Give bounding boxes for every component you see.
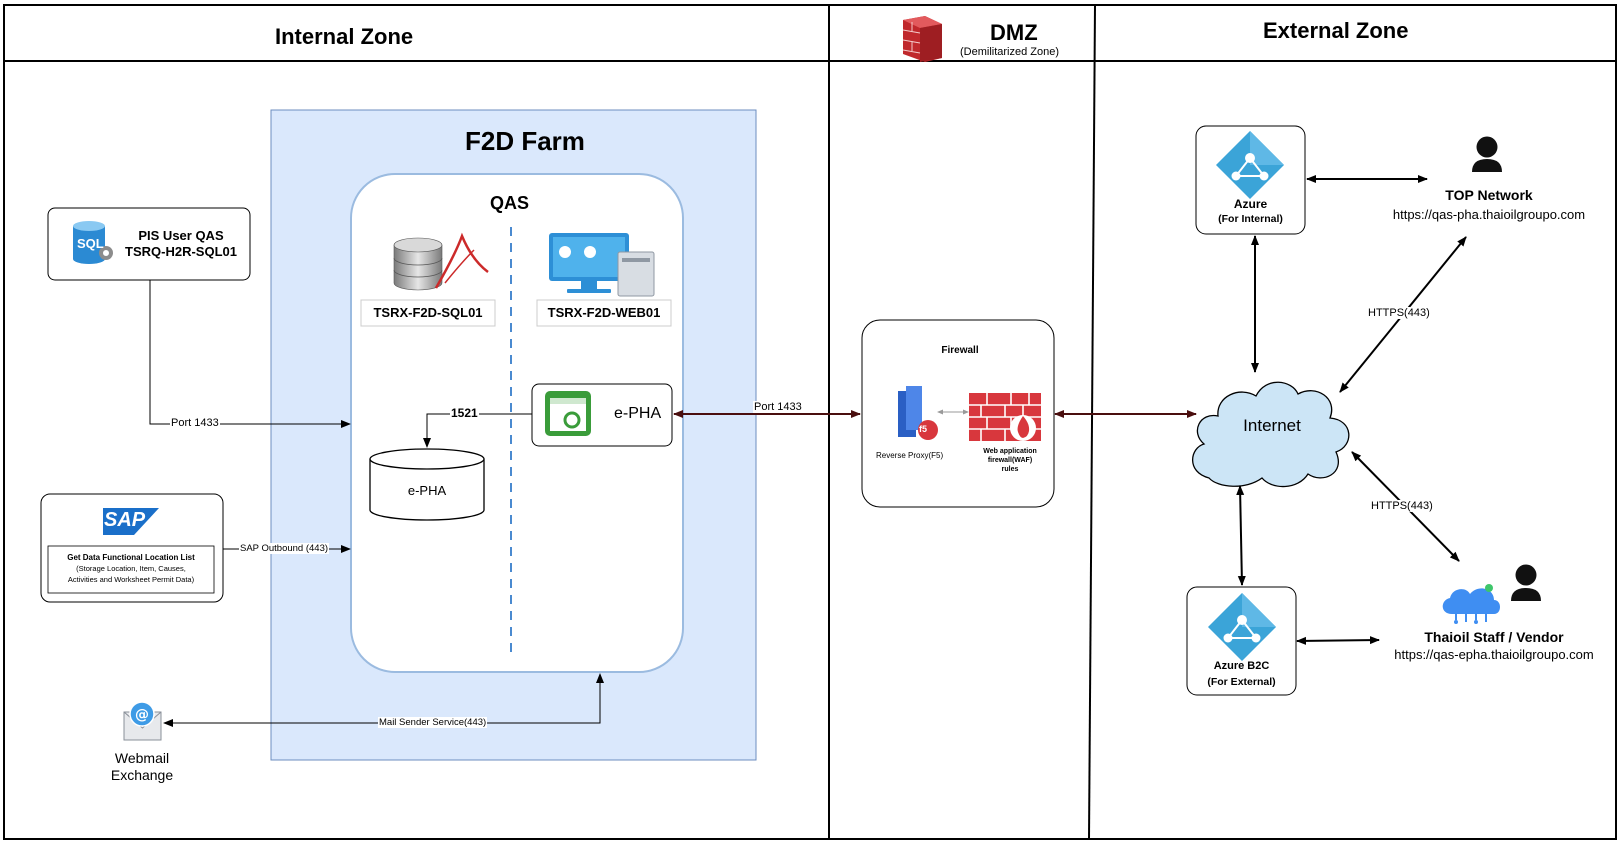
webmail-line2: Exchange — [110, 767, 174, 783]
firewall-title: Firewall — [941, 345, 979, 356]
webmail-line1: Webmail — [114, 750, 170, 766]
waf-label-2: firewall(WAF) — [987, 457, 1033, 464]
top-network-user-icon — [1472, 136, 1502, 172]
qas-container — [350, 173, 684, 673]
https-bottom-label: HTTPS(443) — [1370, 500, 1434, 512]
zone-frame — [3, 4, 1617, 840]
dmz-subtitle: (Demilitarized Zone) — [960, 46, 1060, 58]
epha-db-label: e-PHA — [407, 483, 447, 498]
port-1433-right-label: Port 1433 — [753, 401, 803, 413]
web01-label: TSRX-F2D-WEB01 — [547, 305, 661, 320]
azure-b2c-to-thaioil — [1296, 636, 1380, 645]
azure-b2c-sub: (For External) — [1207, 676, 1276, 688]
app-to-db-connector — [423, 413, 532, 448]
top-network-url: https://qas-pha.thaioilgroupo.com — [1392, 207, 1586, 222]
top-network-name: TOP Network — [1445, 187, 1533, 203]
connection-lines — [149, 175, 1467, 727]
webmail-icon: @ — [123, 701, 162, 741]
database-server-icon — [393, 232, 489, 291]
sap-detail1: (Storage Location, Item, Causes, — [76, 564, 186, 573]
azure-b2c-icon — [1208, 593, 1276, 661]
sap-logo-icon — [103, 508, 159, 535]
reverse-proxy-label: Reverse Proxy(F5) — [876, 451, 944, 460]
sap-logo-text: SAP — [104, 509, 146, 531]
epha-app-label: e-PHA — [614, 405, 662, 422]
azure-internal-sub: (For Internal) — [1218, 213, 1283, 225]
port-1433-left-label: Port 1433 — [170, 417, 220, 429]
internet-label: Internet — [1243, 416, 1301, 435]
reverse-proxy-icon — [898, 386, 938, 440]
mail-sender-connector — [163, 673, 604, 727]
dmz-firewall-icon — [902, 16, 942, 62]
thaioil-url: https://qas-epha.thaioilgroupo.com — [1394, 647, 1594, 662]
external-zone-title: External Zone — [1263, 18, 1409, 43]
sap-detail2: Activities and Worksheet Permit Data) — [67, 575, 195, 584]
qas-title: QAS — [490, 193, 530, 213]
thaioil-user-icon — [1511, 564, 1541, 601]
waf-icon — [969, 393, 1041, 441]
farm-title: F2D Farm — [465, 126, 585, 156]
web01-label-box — [536, 299, 672, 327]
cloud-access-icon — [1442, 584, 1500, 624]
epha-database-icon — [369, 448, 485, 521]
sql-server-icon — [73, 221, 113, 264]
sql-icon-text: SQL — [77, 236, 104, 251]
f5-badge-text: f5 — [919, 424, 928, 434]
waf-label-3: rules — [1001, 466, 1019, 473]
dmz-title: DMZ — [990, 20, 1038, 45]
internal-zone-title: Internal Zone — [275, 24, 414, 49]
pis-to-qas-connector — [149, 280, 351, 428]
sap-title: Get Data Functional Location List — [67, 553, 195, 562]
db-port-label: 1521 — [450, 406, 479, 420]
azure-ad-icon — [1216, 131, 1284, 199]
mail-sender-label: Mail Sender Service(443) — [378, 717, 488, 728]
azure-internal-name: Azure — [1233, 197, 1268, 211]
https-top-label: HTTPS(443) — [1367, 307, 1431, 319]
internet-to-azure-b2c — [1236, 485, 1246, 586]
pis-line2: TSRQ-H2R-SQL01 — [125, 244, 237, 259]
thaioil-name: Thaioil Staff / Vendor — [1424, 629, 1564, 645]
pis-line1: PIS User QAS — [138, 228, 224, 243]
sql01-label: TSRX-F2D-SQL01 — [373, 305, 483, 320]
sap-inner-box — [47, 545, 215, 594]
web-server-icon — [549, 233, 655, 297]
internet-cloud — [1191, 381, 1350, 488]
svg-text:@: @ — [135, 707, 149, 723]
azure-b2c-name: Azure B2C — [1213, 660, 1270, 672]
sap-outbound-label: SAP Outbound (443) — [239, 543, 330, 554]
waf-label-1: Web application — [983, 448, 1037, 455]
sql01-label-box — [360, 299, 496, 327]
app-settings-icon — [545, 391, 591, 436]
